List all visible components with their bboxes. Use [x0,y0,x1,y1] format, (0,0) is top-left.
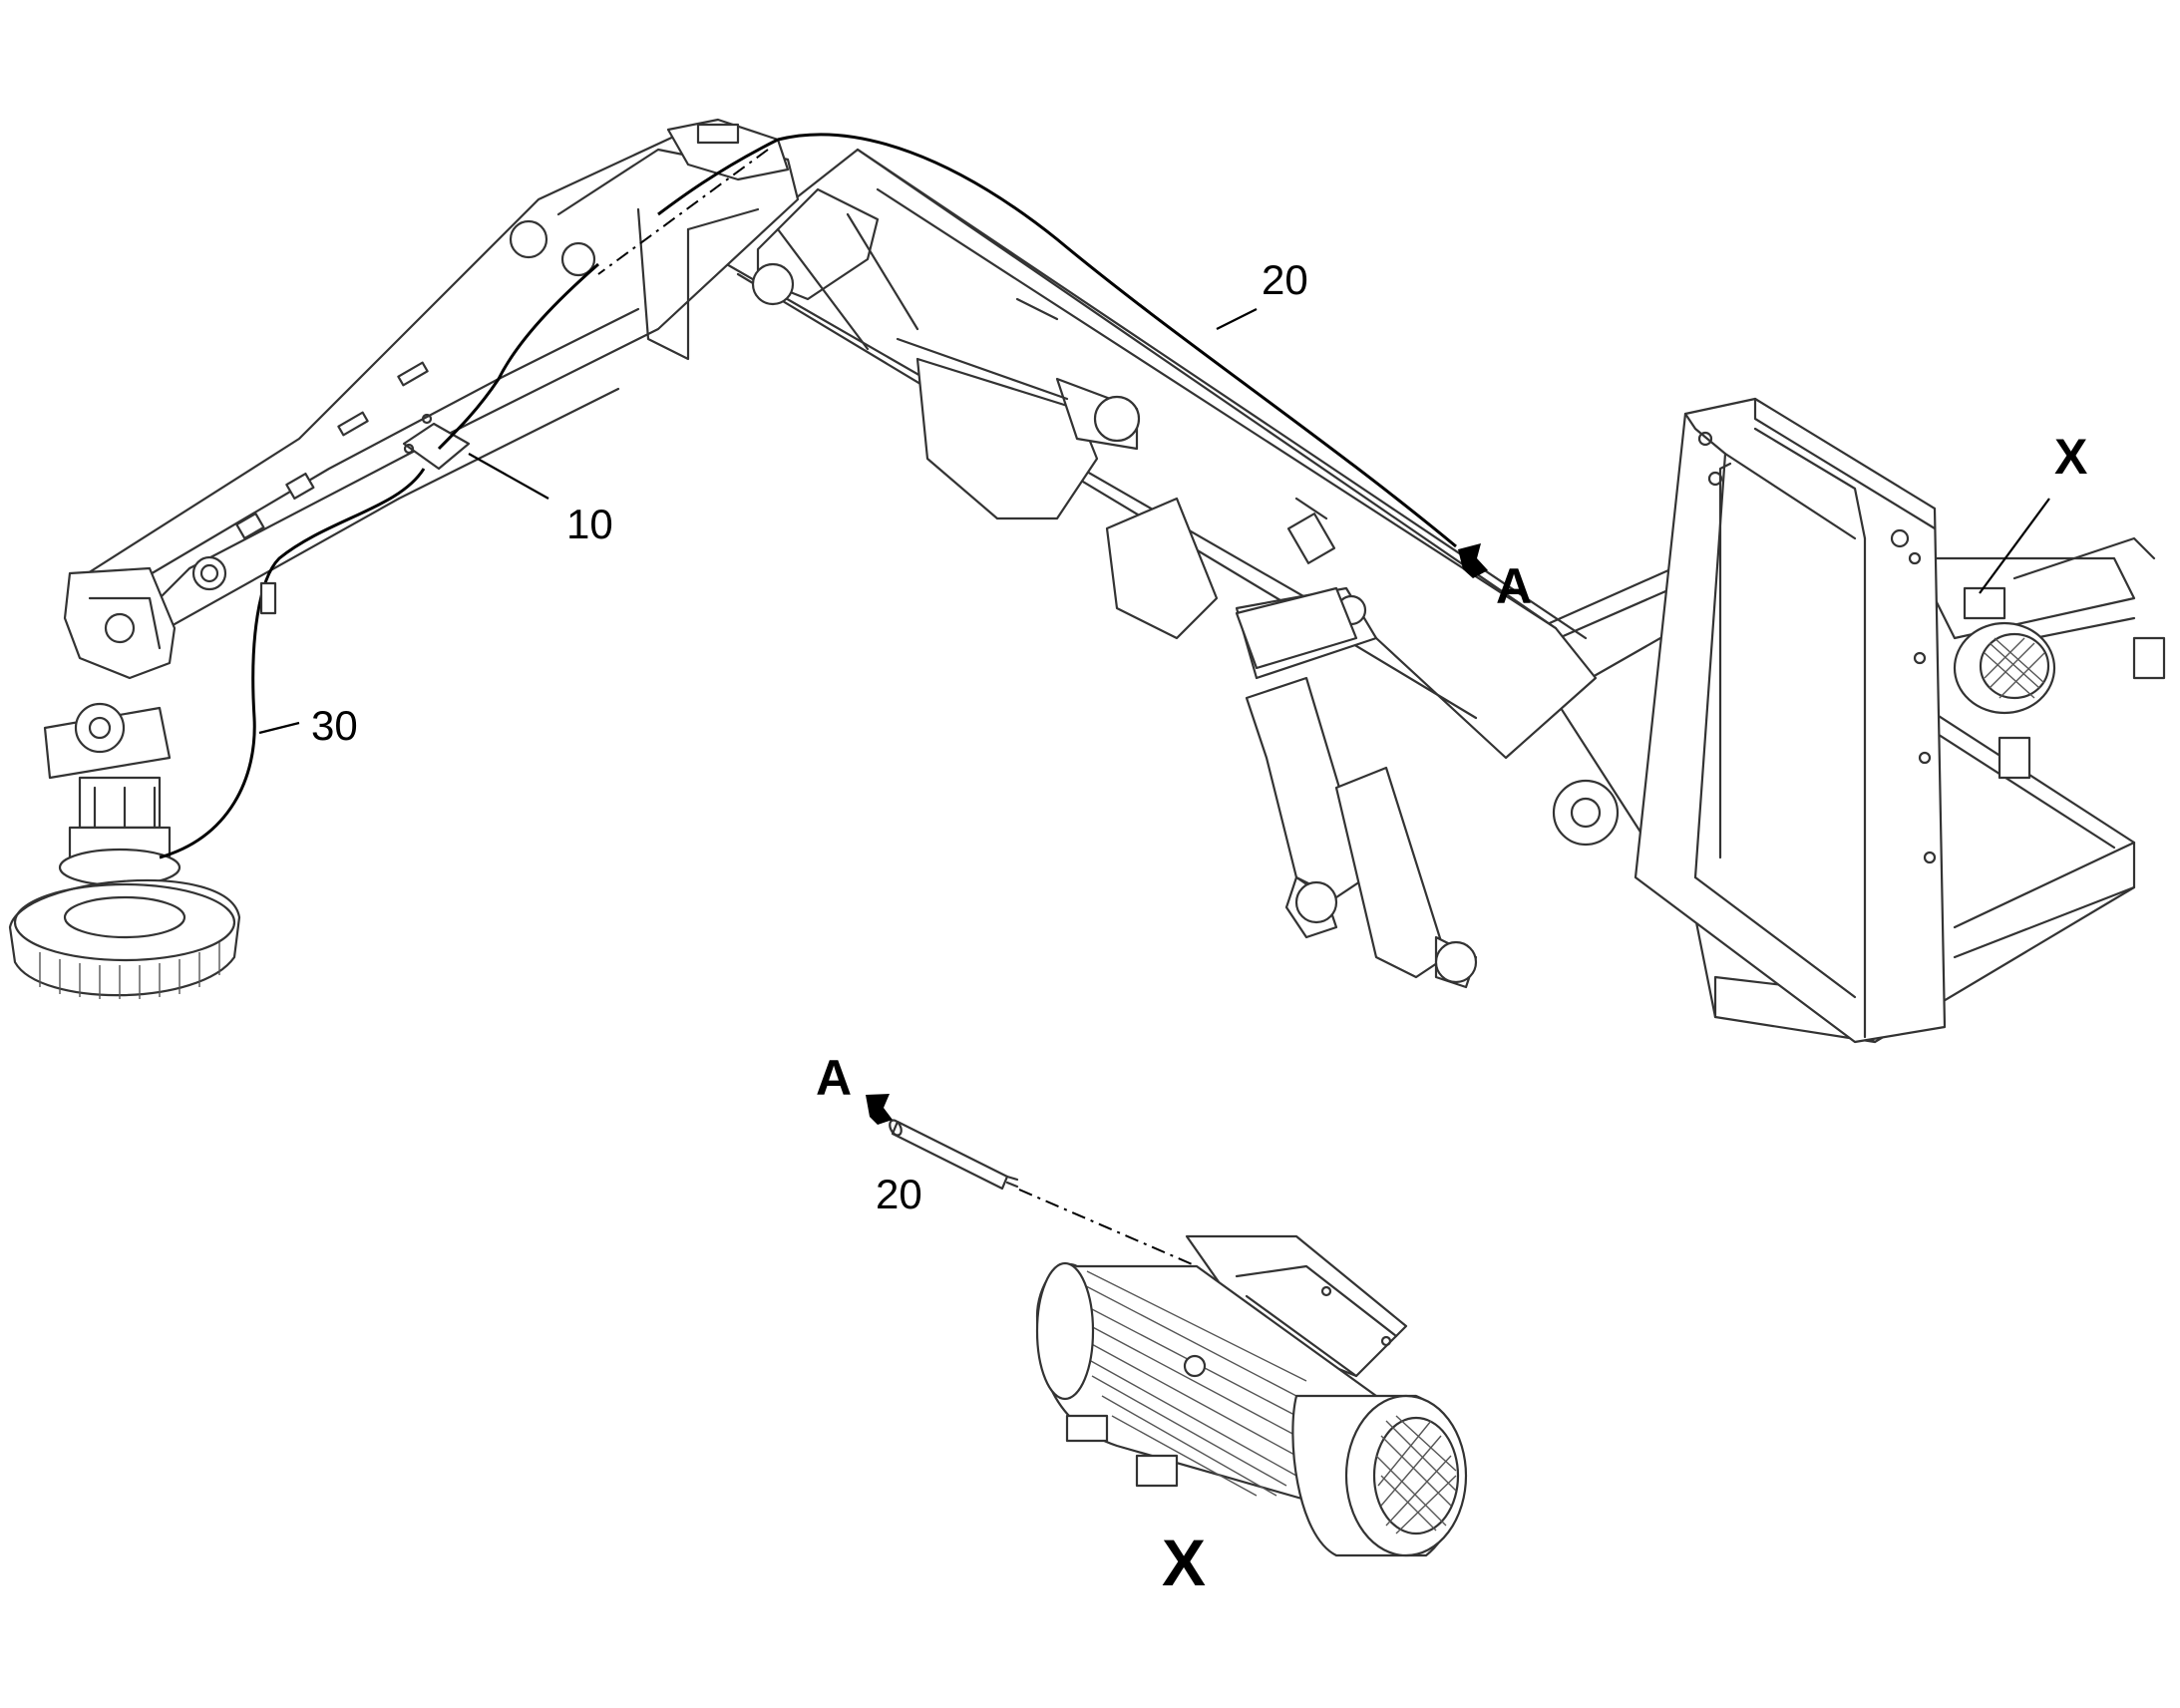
arrow-a-top [1458,543,1488,578]
plug-30 [259,581,277,615]
leader-x-top [1979,498,2050,594]
callout-a-top: A [1496,558,1532,614]
cable-20-top [777,133,1457,548]
cable-30 [159,468,426,859]
motor-on-mast [1953,586,2056,715]
fold-cylinder [751,187,1358,670]
callout-x-top: X [2054,429,2087,485]
callout-20-top: 20 [1262,256,1308,303]
knuckle-joint [666,118,790,181]
cable-dashed-top [597,149,769,275]
callout-10: 10 [566,501,613,547]
leader-20 [1216,308,1258,330]
leader-30 [258,721,300,735]
leader-10 [468,453,549,500]
callout-30: 30 [311,702,358,749]
mast-column [1634,397,1947,1044]
cable-dashed-bottom [1018,1189,1198,1267]
callout-x-bottom: X [1162,1526,1206,1599]
cable-20-link [657,138,779,216]
arrow-a-bottom [866,1094,893,1125]
jib-boom [78,133,800,640]
callout-20-bottom: 20 [876,1171,922,1217]
electric-motor-x [1035,1234,1468,1557]
cable-10 [437,262,599,451]
callout-a-bottom: A [816,1050,852,1106]
rotator-head [8,566,241,999]
detail-cable-20 [889,1119,1019,1191]
